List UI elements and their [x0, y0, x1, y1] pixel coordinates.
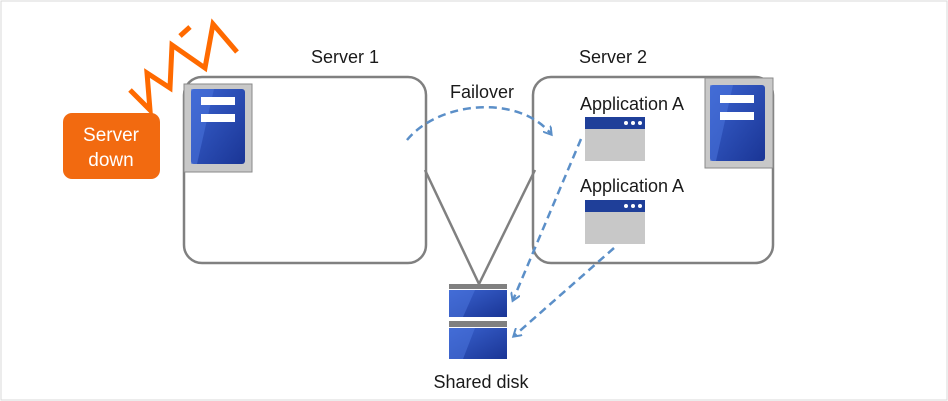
server-2-disk-link: [477, 169, 537, 285]
application-a-label: Application A: [580, 176, 684, 196]
server-1-label: Server 1: [311, 47, 379, 67]
disk-access-arrow: [513, 138, 583, 300]
server-down-line2: down: [88, 150, 133, 171]
disk-access-arrow: [514, 247, 615, 336]
server-down-line1: Server: [83, 125, 140, 146]
application-window-icon: [585, 117, 645, 161]
lightning-icon: [128, 18, 239, 117]
shared-disk-label: Shared disk: [433, 372, 529, 392]
server-down-badge: Server down: [63, 113, 160, 179]
server-1-disk-link: [423, 169, 481, 285]
application-a-label: Application A: [580, 94, 684, 114]
failover-arrow: [406, 106, 551, 141]
failover-label: Failover: [450, 82, 514, 102]
server-2-label: Server 2: [579, 47, 647, 67]
server-icon: [183, 83, 253, 173]
application-window-icon: [585, 200, 645, 244]
server-icon: [704, 77, 774, 169]
disk-icon: [449, 284, 507, 359]
